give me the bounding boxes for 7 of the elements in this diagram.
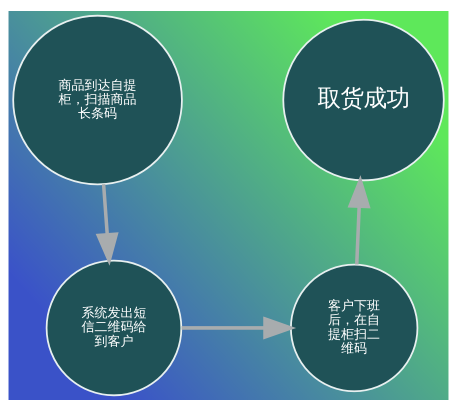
arrow	[96, 184, 119, 266]
node-circle: 系统发出短信二维码给到客户	[46, 259, 182, 396]
node-circle: 取货成功	[282, 18, 445, 181]
arrow	[348, 174, 371, 264]
node-circle: 商品到达自提柜，扫描商品长条码	[12, 14, 183, 185]
node-circle: 客户下班后，在自提柜扫二维码	[290, 263, 418, 392]
arrow	[182, 316, 296, 339]
